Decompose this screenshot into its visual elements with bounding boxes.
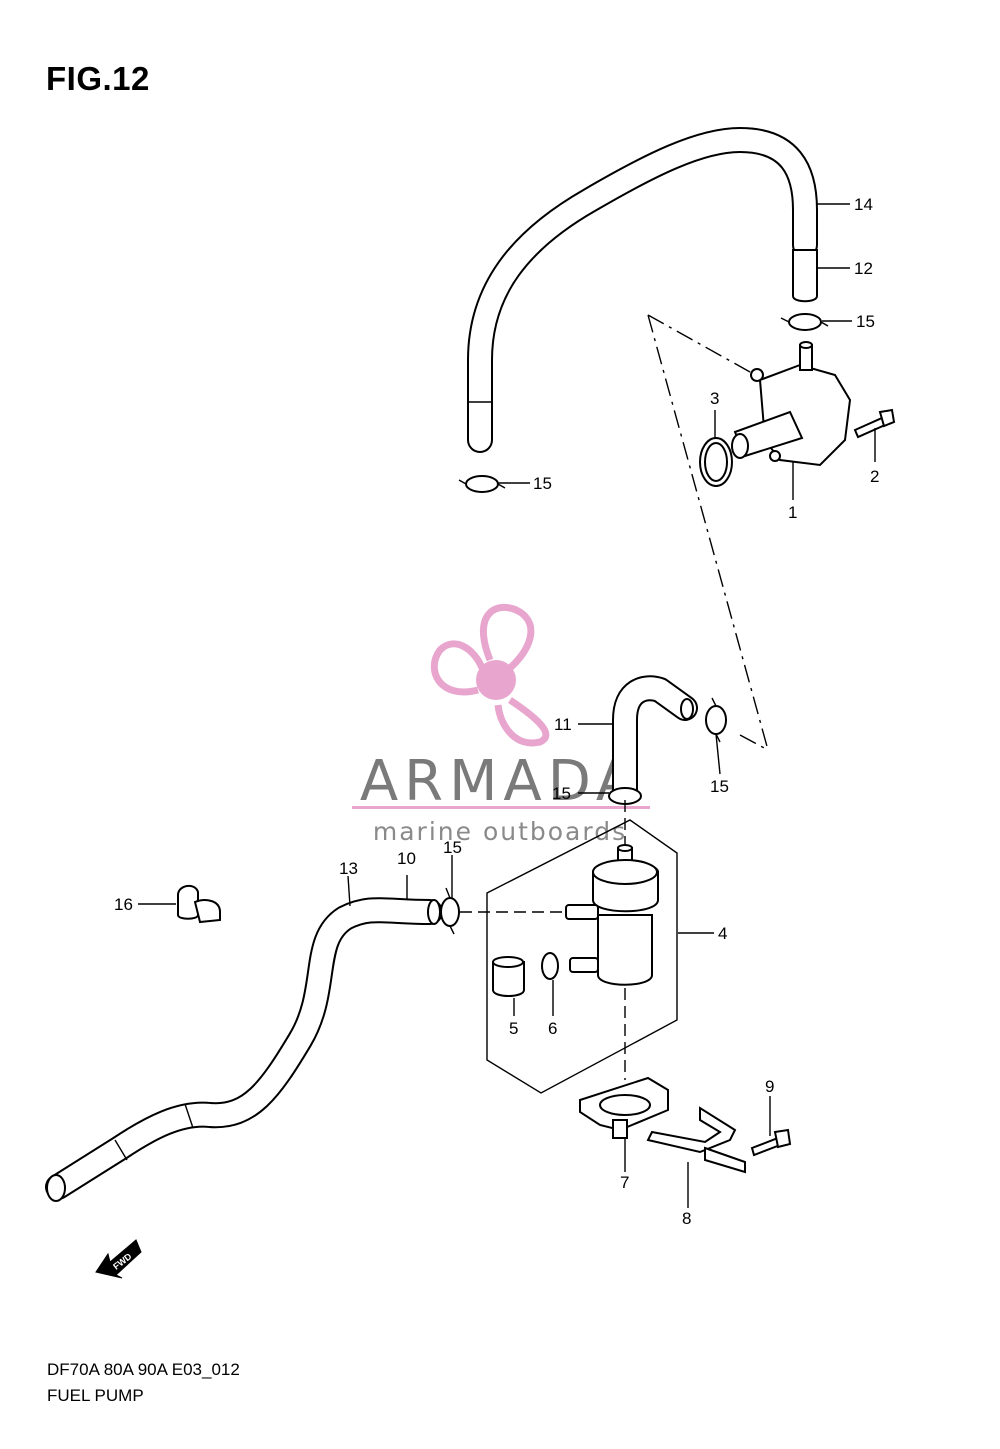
fuel-pump-body (731, 341, 852, 467)
callout-10: 10 (397, 849, 416, 868)
propeller-logo-icon (430, 603, 550, 747)
section-name: FUEL PUMP (47, 1386, 144, 1405)
filter-clamp (541, 952, 559, 980)
pump-assembly-outline (647, 314, 769, 751)
lower-fuel-hose (45, 897, 443, 1202)
callout-4: 4 (718, 924, 727, 943)
callout-9: 9 (765, 1077, 774, 1096)
callout-15-lower: 15 (443, 838, 462, 857)
hose-clamp-top (780, 313, 829, 331)
pump-bolt (853, 408, 896, 439)
watermark-brand: ARMADA (360, 749, 640, 814)
callout-8: 8 (682, 1209, 691, 1228)
watermark-tagline: marine outboards (373, 817, 627, 846)
hose-clip (177, 884, 221, 924)
callout-1: 1 (788, 503, 797, 522)
watermark: ARMADA marine outboards (352, 603, 650, 846)
callout-15-left: 15 (533, 474, 552, 493)
callout-2: 2 (870, 467, 879, 486)
callout-6: 6 (548, 1019, 557, 1038)
filter-holder (579, 1076, 669, 1139)
callout-5: 5 (509, 1019, 518, 1038)
watermark-underline (352, 806, 650, 809)
hose-clamp-left (458, 475, 506, 493)
callout-15-top: 15 (856, 312, 875, 331)
callout-15-elbow: 15 (710, 777, 729, 796)
propeller-hub-icon (476, 660, 516, 700)
filter-hose-piece (492, 956, 525, 997)
callout-14: 14 (854, 195, 873, 214)
callout-labels: 14 12 15 15 3 2 1 11 15 15 4 5 6 7 8 9 1… (114, 195, 879, 1228)
figure-title: FIG.12 (46, 60, 150, 97)
short-elbow-hose (612, 675, 698, 803)
upper-fuel-hose (467, 127, 818, 453)
callout-15-filter: 15 (552, 784, 571, 803)
callout-11: 11 (554, 715, 572, 734)
callout-12: 12 (854, 259, 873, 278)
callout-13: 13 (339, 859, 358, 878)
hose-clamp-lower (440, 887, 460, 935)
fwd-arrow-icon: FWD (95, 1239, 142, 1279)
filter-assembly-outline (486, 819, 678, 1094)
mounting-bracket (646, 1106, 746, 1174)
fuel-filter (565, 844, 659, 986)
callout-7: 7 (620, 1173, 629, 1192)
model-code: DF70A 80A 90A E03_012 (47, 1360, 240, 1379)
bracket-bolt (750, 1128, 792, 1157)
o-ring (699, 437, 733, 487)
callout-16: 16 (114, 895, 133, 914)
callout-leaders (138, 203, 876, 1208)
callout-3: 3 (710, 389, 719, 408)
